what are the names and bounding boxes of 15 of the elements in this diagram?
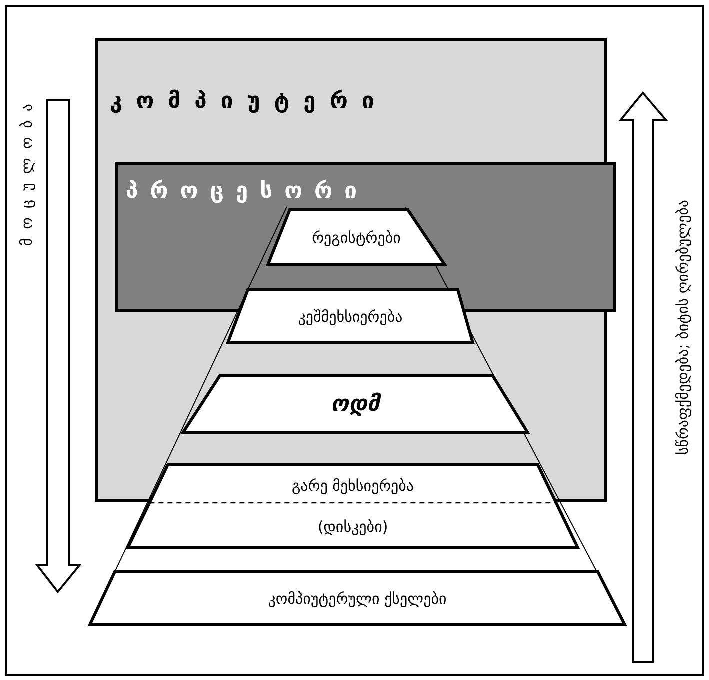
axis-label: სწრაფქმედება; ბიტის ღირებულება (674, 200, 692, 456)
level-label: კეშმეხსიერება (298, 308, 403, 326)
box-title: პროცესორი (126, 179, 370, 204)
pyramid-level (183, 376, 528, 433)
pyramid-level (128, 465, 578, 548)
pyramid-level (268, 210, 445, 265)
level-label: კომპიუტერული ქსელები (268, 590, 447, 608)
pyramid-level (90, 572, 625, 625)
level-label: გარე მეხსიერება (292, 476, 414, 495)
box-title: კომპიუტერი (110, 89, 388, 114)
level-label: რეგისტრები (312, 228, 401, 246)
axis-label: მოცულობა (18, 95, 36, 246)
level-label: ოდმ (331, 392, 380, 417)
level-label: (დისკები) (318, 518, 388, 536)
pyramid-level (228, 290, 473, 343)
